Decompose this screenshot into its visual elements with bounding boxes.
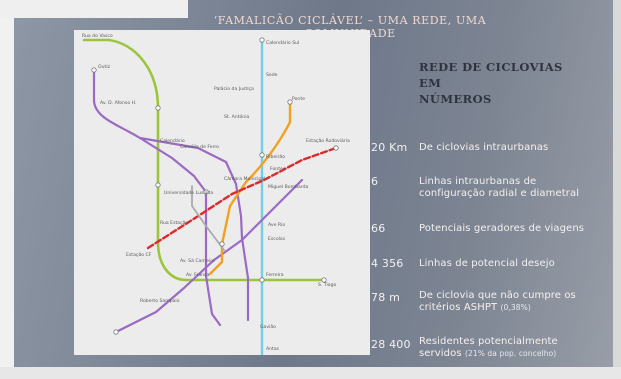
station-label: Av. Sá Carneiro xyxy=(180,257,215,264)
stat-label-text: critérios ASHPT xyxy=(419,302,498,313)
station-label: Câmara Municipal xyxy=(224,175,265,182)
station-label: Rua do Vasco xyxy=(82,33,113,39)
room-wall-right xyxy=(613,0,621,379)
station-label: Calendário Sul xyxy=(266,39,299,46)
heading-line-1: REDE DE CICLOVIAS EM xyxy=(419,60,563,90)
stat-value: 28 400 xyxy=(371,338,411,351)
station-dot xyxy=(259,37,265,43)
stat-note: (21% da pop. concelho) xyxy=(464,349,557,358)
room-wall-bottom xyxy=(0,367,621,379)
stats-heading: REDE DE CICLOVIAS EM NÚMEROS xyxy=(419,59,579,107)
station-dot xyxy=(91,67,97,73)
station-label: Universidade Lusíada xyxy=(164,189,213,196)
station-label: Palácio da Justiça xyxy=(214,85,254,92)
station-label: Estação Rodoviária xyxy=(306,137,350,144)
map-line-purple-b xyxy=(114,178,304,334)
station-label: Av. D. Afonso H. xyxy=(100,100,136,106)
station-label: Ribeirão xyxy=(266,154,285,160)
station-label: Ferreira xyxy=(266,272,284,278)
network-map-svg: Rua do Vasco Outiz Av. D. Afonso H. Cale… xyxy=(82,33,350,362)
station-label: Sede xyxy=(266,72,278,78)
station-label: Roberto Sampaio xyxy=(140,298,180,304)
stat-note: (0,38%) xyxy=(500,303,531,312)
map-line-orange xyxy=(208,100,292,276)
station-label: Fontes xyxy=(270,166,286,172)
station-dot xyxy=(113,329,119,335)
station-label: Estação CF xyxy=(126,252,152,258)
station-label: Ponte xyxy=(292,96,305,102)
map-line-green xyxy=(82,38,326,282)
station-dot xyxy=(333,145,339,151)
map-line-purple-c xyxy=(138,136,250,322)
station-label: St. Antónia xyxy=(224,113,249,120)
station-label: S. Tiago xyxy=(318,282,337,288)
station-label: Av. França xyxy=(186,272,210,278)
station-dot xyxy=(259,152,265,158)
station-dot xyxy=(155,105,161,111)
stat-label-line: Residentes potencialmente xyxy=(419,336,558,347)
stat-label: De ciclovias intraurbanas xyxy=(419,142,549,153)
station-label: Camélia de Ferro xyxy=(180,143,219,150)
stat-label-text: servidos xyxy=(419,348,462,359)
stat-value: 66 xyxy=(371,222,386,235)
station-label: Antas xyxy=(266,346,280,352)
stat-value: 20 Km xyxy=(371,141,408,154)
station-label: Rua Estação xyxy=(160,220,188,226)
stat-label: Linhas de potencial desejo xyxy=(419,258,555,269)
station-dot xyxy=(155,182,161,188)
station-label: Calendário xyxy=(160,137,185,144)
stat-label-line: servidos (21% da pop. concelho) xyxy=(419,348,558,360)
room-wall-top xyxy=(0,0,188,18)
station-label: Escolas xyxy=(268,236,286,242)
station-dot xyxy=(203,189,209,195)
station-dot xyxy=(219,241,225,247)
stat-label-line: De ciclovia que não cumpre os xyxy=(419,290,576,301)
station-dot xyxy=(259,277,265,283)
map-line-red xyxy=(146,146,338,250)
station-dot xyxy=(287,99,293,105)
stat-label-line: critérios ASHPT (0,38%) xyxy=(419,302,576,314)
station-label: Gavião xyxy=(260,324,276,330)
stat-value: 6 xyxy=(371,175,379,188)
station-label: Miguel Bombarda xyxy=(268,184,309,190)
station-label: Outiz xyxy=(98,64,111,70)
stat-label: Residentes potencialmente servidos (21% … xyxy=(419,336,558,360)
stat-label: De ciclovia que não cumpre os critérios … xyxy=(419,290,576,314)
map-line-purple-a xyxy=(92,68,222,327)
stat-label: Linhas intraurbanas de configuração radi… xyxy=(419,176,579,200)
map-line-grey xyxy=(191,185,225,251)
stat-value: 4 356 xyxy=(371,257,404,270)
cycle-network-map: Rua do Vasco Outiz Av. D. Afonso H. Cale… xyxy=(74,30,370,362)
room-wall-left xyxy=(0,0,14,379)
station-dot xyxy=(321,277,327,283)
stat-label-line: configuração radial e diametral xyxy=(419,188,580,199)
station-label: Ave Rio xyxy=(268,222,285,228)
stat-label-line: Linhas intraurbanas de xyxy=(419,176,537,187)
stat-label: Potenciais geradores de viagens xyxy=(419,223,585,234)
heading-line-2: NÚMEROS xyxy=(419,92,492,106)
stat-value: 78 m xyxy=(371,291,401,304)
